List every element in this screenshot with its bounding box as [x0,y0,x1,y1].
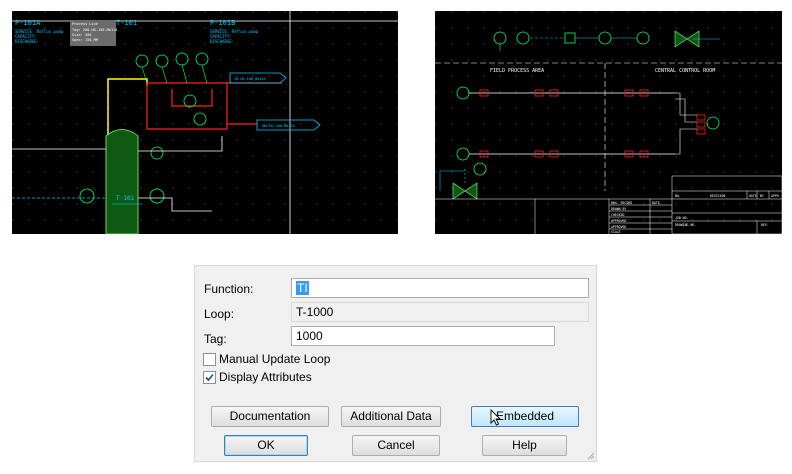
manual-update-loop-checkbox[interactable] [203,353,216,366]
pid-canvas-right: FIELD PROCESS AREA CENTRAL CONTROL ROOM [435,11,782,234]
svg-text:CHECKED: CHECKED [611,213,625,217]
svg-text:Size: 200: Size: 200 [72,33,91,37]
svg-text:Tag: 200-HG-150-MA11A: Tag: 200-HG-150-MA11A [72,28,118,32]
svg-text:DRAWING NO.: DRAWING NO. [675,223,696,227]
discharge-text-a: DISCHARGE: [15,39,39,44]
ok-button[interactable]: OK [224,435,308,456]
loop-field: T-1000 [291,302,589,322]
equipment-label-a: P-101A [15,19,41,27]
additional-data-button[interactable]: Additional Data [341,406,441,427]
svg-text:APPROVED: APPROVED [611,225,626,229]
area-label-field: FIELD PROCESS AREA [490,68,544,74]
svg-text:APPR: APPR [771,194,779,198]
svg-text:BY: BY [760,194,764,198]
svg-text:DRAWN BY: DRAWN BY [611,207,626,211]
display-attributes-checkbox[interactable] [203,371,216,384]
svg-text:REVISION: REVISION [710,194,725,198]
svg-text:DWG. RECORD: DWG. RECORD [611,201,632,205]
svg-text:NO.: NO. [675,194,681,198]
svg-text:100-HG-100-MA11A: 100-HG-100-MA11A [261,124,296,128]
svg-text:APPROVED: APPROVED [611,219,626,223]
tag-label: Tag: [204,332,227,346]
instrument-properties-dialog: Function: TI Loop: T-1000 Tag: 1000 Manu… [194,265,597,462]
checkmark-icon [204,372,215,383]
svg-text:Spec: 150_MM: Spec: 150_MM [72,38,99,42]
svg-text:10-HG-100_MA11A: 10-HG-100_MA11A [234,77,267,81]
mouse-cursor-icon [490,409,501,426]
tank-label-bottom: T-101 [116,195,134,202]
tank-t101 [106,130,138,235]
svg-text:DATE: DATE [749,194,757,198]
svg-text:DATE: DATE [652,201,660,205]
embedded-button-label: Embedded [496,409,554,423]
loop-label: Loop: [204,307,234,321]
function-input[interactable]: TI [291,278,589,298]
resize-grip-icon[interactable] [585,450,595,460]
function-value: TI [296,281,309,295]
cancel-button[interactable]: Cancel [352,435,440,456]
help-button[interactable]: Help [482,435,567,456]
svg-text:Process Line: Process Line [72,22,98,26]
svg-text:SCALE: SCALE [611,230,621,234]
pid-canvas-left: P-101A SERVICE: Reflux pump CAPACITY: DI… [12,11,398,234]
tag-input[interactable]: 1000 [291,326,555,346]
svg-text:REV.: REV. [761,223,769,227]
svg-text:JOB NO.: JOB NO. [675,216,689,220]
documentation-button[interactable]: Documentation [211,406,329,427]
function-label: Function: [204,282,253,296]
pid-drawing-right[interactable]: FIELD PROCESS AREA CENTRAL CONTROL ROOM [435,11,782,234]
tank-label-top: T-101 [116,19,137,27]
equipment-label-b: P-101B [210,19,235,27]
manual-update-loop-label: Manual Update Loop [219,352,330,366]
embedded-button[interactable]: Embedded [471,406,579,427]
area-label-control: CENTRAL CONTROL ROOM [655,68,715,74]
process-line-tooltip: Process Line Tag: 200-HG-150-MA11A Size:… [70,20,118,46]
display-attributes-label: Display Attributes [219,370,312,384]
pid-drawing-left[interactable]: P-101A SERVICE: Reflux pump CAPACITY: DI… [12,11,398,234]
discharge-text-b: DISCHARGE: [210,39,234,44]
